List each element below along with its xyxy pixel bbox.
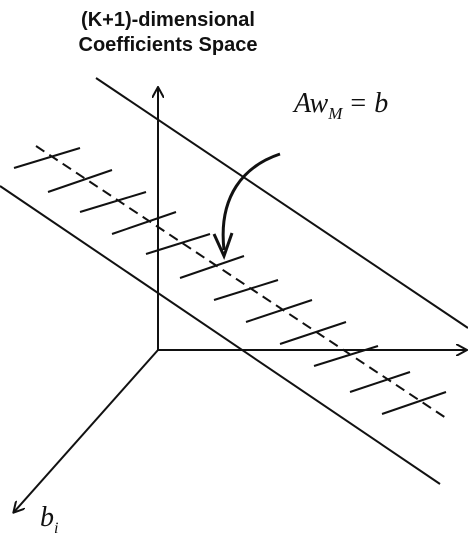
band-hatching: [13, 147, 447, 415]
pointer-arrowhead: [212, 232, 234, 261]
depth-axis: [14, 349, 159, 512]
equation-lhs: Aw: [292, 88, 329, 119]
equation-operator: =: [350, 88, 366, 119]
hyperplane-dashed-line: [35, 145, 447, 419]
axis-label-bi: bi: [40, 502, 58, 537]
equation-rhs: b: [374, 88, 388, 119]
band-upper-boundary: [95, 77, 468, 329]
axis-label-subscript: i: [54, 520, 58, 537]
pointer-arrow: [221, 152, 281, 251]
band-lower-boundary: [0, 185, 441, 485]
equation-label: AwM = b: [292, 88, 388, 123]
diagram-title-line1: (K+1)-dimensional: [81, 9, 255, 31]
equation-subscript: M: [327, 104, 343, 123]
diagram-title-line2: Coefficients Space: [78, 34, 258, 56]
axis-label-main: b: [40, 502, 54, 533]
